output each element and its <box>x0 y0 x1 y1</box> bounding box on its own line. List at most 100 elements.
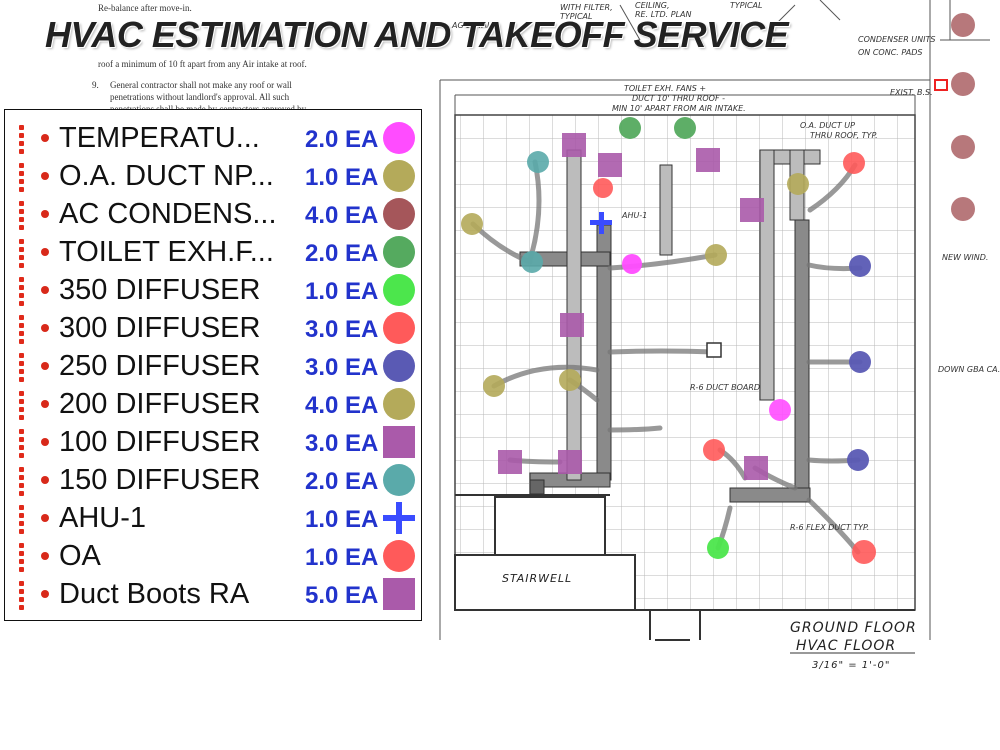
legend-item-name: 350 DIFFUSER <box>59 274 261 306</box>
note-line: General contractor shall not make any ro… <box>110 80 292 90</box>
legend-item-name: AC CONDENS... <box>59 198 277 230</box>
plan-note: MIN 10' APART FROM AIR INTAKE. <box>612 104 746 113</box>
drag-handle-icon[interactable] <box>19 391 27 420</box>
legend-row[interactable]: O.A. DUCT NP...1.0 EA <box>5 157 423 195</box>
plus-symbol-icon <box>383 502 415 534</box>
legend-item-quantity: 3.0 EA <box>305 354 379 381</box>
square-symbol-icon <box>383 578 415 610</box>
drag-handle-icon[interactable] <box>19 505 27 534</box>
page-title: HVAC ESTIMATION AND TAKEOFF SERVICE <box>45 14 789 55</box>
bullet-icon <box>41 476 49 484</box>
note-number: 9. <box>92 80 99 90</box>
circle-symbol-icon <box>383 160 415 192</box>
walls <box>454 494 915 641</box>
legend-item-quantity: 2.0 EA <box>305 468 379 495</box>
circle-symbol-icon <box>383 274 415 306</box>
bullet-icon <box>41 590 49 598</box>
circle-symbol-icon <box>383 236 415 268</box>
drag-handle-icon[interactable] <box>19 163 27 192</box>
legend-row[interactable]: 300 DIFFUSER 3.0 EA <box>5 309 423 347</box>
bullet-icon <box>41 286 49 294</box>
plan-scale: 3/16" = 1'-0" <box>812 660 890 671</box>
drag-handle-icon[interactable] <box>19 581 27 610</box>
circle-symbol-icon <box>383 198 415 230</box>
legend-item-quantity: 2.0 EA <box>305 126 379 153</box>
drag-handle-icon[interactable] <box>19 125 27 154</box>
plan-title-2: HVAC FLOOR <box>796 638 896 654</box>
spec-notes: 9. <box>92 79 99 91</box>
legend-item-quantity: 1.0 EA <box>305 544 379 571</box>
plan-note: DOWN GBA CA. <box>938 365 1000 374</box>
plan-note: TOILET EXH. FANS + <box>624 84 706 93</box>
drag-handle-icon[interactable] <box>19 277 27 306</box>
legend-row[interactable]: Duct Boots RA 5.0 EA <box>5 575 423 613</box>
legend-item-quantity: 4.0 EA <box>305 202 379 229</box>
plan-note: R-6 DUCT BOARD <box>690 383 760 392</box>
plan-note: EXIST. B.S. <box>890 88 933 97</box>
bullet-icon <box>41 210 49 218</box>
plan-note: CONDENSER UNITS <box>858 35 935 44</box>
legend-item-name: 300 DIFFUSER <box>59 312 261 344</box>
takeoff-markers <box>461 117 876 564</box>
bullet-icon <box>41 438 49 446</box>
drag-handle-icon[interactable] <box>19 239 27 268</box>
legend-item-quantity: 3.0 EA <box>305 316 379 343</box>
circle-symbol-icon <box>383 464 415 496</box>
legend-row[interactable]: TOILET EXH.F...2.0 EA <box>5 233 423 271</box>
drag-handle-icon[interactable] <box>19 543 27 572</box>
plan-note: RE. LTD. PLAN <box>635 10 692 19</box>
plan-note: CEILING, <box>635 1 670 10</box>
legend-row[interactable]: 150 DIFFUSER 2.0 EA <box>5 461 423 499</box>
legend-item-quantity: 2.0 EA <box>305 240 379 267</box>
legend-item-name: Duct Boots RA <box>59 578 250 610</box>
note-line: penetrations without landlord's approval… <box>110 92 290 102</box>
plan-note: THRU ROOF, TYP. <box>810 131 878 140</box>
circle-symbol-icon <box>383 122 415 154</box>
drag-handle-icon[interactable] <box>19 429 27 458</box>
circle-symbol-icon <box>383 388 415 420</box>
ahu-label: AHU-1 <box>621 211 647 220</box>
circle-symbol-icon <box>383 350 415 382</box>
bullet-icon <box>41 134 49 142</box>
legend-item-quantity: 1.0 EA <box>305 164 379 191</box>
drag-handle-icon[interactable] <box>19 467 27 496</box>
circle-symbol-icon <box>383 540 415 572</box>
spec-notes: Re-balance after move-in. <box>98 2 192 14</box>
legend-item-name: 150 DIFFUSER <box>59 464 261 496</box>
plan-note: ON CONC. PADS <box>858 48 923 57</box>
drag-handle-icon[interactable] <box>19 315 27 344</box>
drag-handle-icon[interactable] <box>19 353 27 382</box>
bullet-icon <box>41 400 49 408</box>
legend-row[interactable]: TEMPERATU...2.0 EA <box>5 119 423 157</box>
legend-row[interactable]: AC CONDENS... 4.0 EA <box>5 195 423 233</box>
bullet-icon <box>41 324 49 332</box>
legend-item-name: 200 DIFFUSER <box>59 388 261 420</box>
supply-ducts <box>519 149 821 503</box>
legend-item-quantity: 3.0 EA <box>305 430 379 457</box>
condenser-units <box>934 13 975 221</box>
drag-handle-icon[interactable] <box>19 201 27 230</box>
legend-item-quantity: 5.0 EA <box>305 582 379 609</box>
bullet-icon <box>41 248 49 256</box>
bullet-icon <box>41 362 49 370</box>
legend-row[interactable]: 350 DIFFUSER 1.0 EA <box>5 271 423 309</box>
bullet-icon <box>41 552 49 560</box>
square-symbol-icon <box>383 426 415 458</box>
plan-note: O.A. DUCT UP <box>800 121 855 130</box>
legend-item-name: OA <box>59 540 101 572</box>
legend-row[interactable]: OA 1.0 EA <box>5 537 423 575</box>
plan-note: TYPICAL <box>730 1 762 10</box>
legend-item-quantity: 1.0 EA <box>305 278 379 305</box>
plan-note: R-6 FLEX DUCT TYP. <box>790 523 869 532</box>
spec-notes: roof a minimum of 10 ft apart from any A… <box>98 58 307 70</box>
plan-note: AG DETAIL <box>451 21 494 30</box>
plan-note: NEW WIND. <box>942 253 988 262</box>
bullet-icon <box>41 514 49 522</box>
plan-title-1: GROUND FLOOR <box>790 620 917 636</box>
